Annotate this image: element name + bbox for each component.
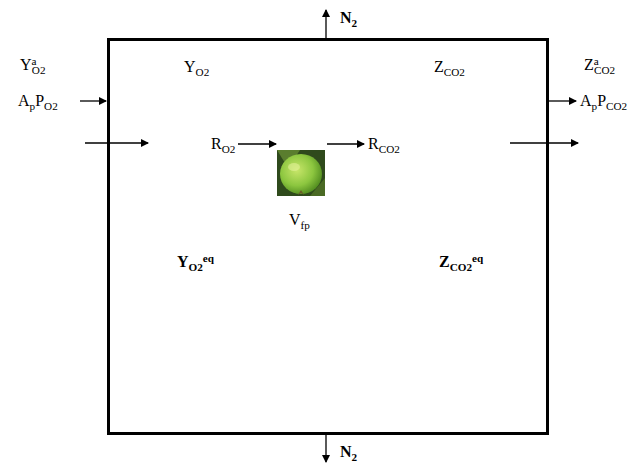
gas-fraction: ZCO2: [434, 57, 465, 78]
flow-arrow: [325, 10, 326, 38]
volume-symbol: Vfp: [289, 210, 310, 231]
flow-arrow: [510, 142, 578, 143]
guava-fruit: [277, 150, 325, 196]
gas-label: N2: [340, 442, 357, 463]
flow-arrow: [238, 143, 276, 144]
gas-fraction: YO2: [184, 57, 209, 78]
flow-arrow: [549, 100, 576, 101]
permeation-flux: ApPCO2: [580, 91, 627, 112]
flow-arrow: [325, 434, 326, 462]
flow-arrow: [80, 100, 106, 101]
rate-symbol: RO2: [211, 134, 235, 155]
equilibrium-fraction: YO2eq: [177, 252, 214, 273]
gas-fraction: YaO2: [20, 55, 46, 76]
package-box: YO2 ZCO2RO2 RCO2VfpYO2eq ZCO2eq: [107, 38, 549, 435]
permeation-flux: ApPO2: [18, 91, 58, 112]
flow-arrow: [327, 143, 364, 144]
gas-fraction: ZaCO2: [584, 55, 615, 76]
equilibrium-fraction: ZCO2eq: [439, 252, 483, 273]
flow-arrow: [85, 142, 148, 143]
gas-label: N2: [340, 8, 357, 29]
rate-symbol: RCO2: [368, 134, 400, 155]
